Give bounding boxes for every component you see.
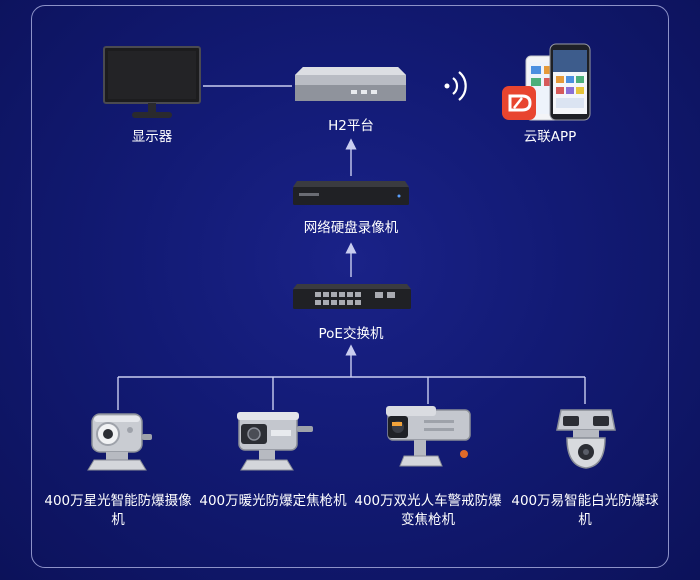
monitor-icon [103,46,201,118]
monitor-label: 显示器 [131,129,173,145]
phone-app-icon [502,43,591,121]
switch-icon [293,284,411,309]
camera-3-label: 400万双光人车警戒防爆变焦枪机 [354,493,502,528]
platform-label: H2平台 [328,118,374,134]
nvr-label: 网络硬盘录像机 [303,220,399,236]
dome-camera-icon [556,409,616,469]
camera-2-label: 400万暖光防爆定焦枪机 [199,493,347,509]
wireless-signal-icon [444,71,467,101]
server-box-icon [295,67,406,101]
camera-1-label: 400万星光智能防爆摄像机 [44,493,192,528]
switch-label: PoE交换机 [318,326,384,342]
diagram-frame [31,5,669,568]
dual-light-bullet-camera-icon [386,406,471,467]
camera-4-label: 400万易智能白光防爆球机 [511,493,659,528]
explosion-proof-camera-icon [87,413,152,471]
nvr-icon [293,181,409,205]
warm-light-bullet-camera-icon [237,412,313,471]
app-label: 云联APP [523,129,577,145]
